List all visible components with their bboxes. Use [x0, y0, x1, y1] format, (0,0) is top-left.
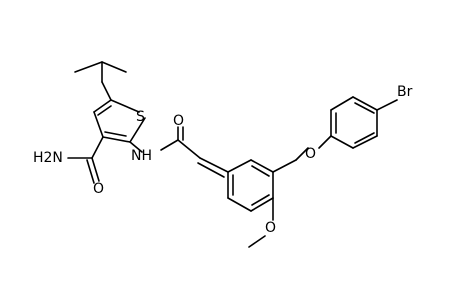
methoxy-oxygen-label: O — [265, 220, 276, 236]
bond — [352, 96, 378, 111]
sulfur-label: S — [136, 109, 145, 125]
bond — [110, 99, 140, 113]
nh-label: NH — [131, 148, 152, 164]
amine-label: H2N — [33, 150, 63, 166]
bond — [86, 159, 95, 184]
bond — [104, 131, 127, 137]
bond — [295, 147, 309, 161]
bond — [97, 105, 112, 116]
methoxyphenyl-ring — [227, 159, 274, 212]
bond — [93, 99, 112, 113]
bond — [102, 136, 131, 143]
bond — [352, 135, 378, 149]
isopropyl-group — [74, 61, 127, 101]
thiophene-ring — [93, 99, 146, 143]
bond — [74, 61, 103, 73]
methoxy-group — [248, 197, 274, 248]
bond — [227, 197, 252, 212]
carboxamide-group — [67, 136, 104, 184]
bond — [251, 165, 270, 177]
bond — [160, 139, 179, 151]
bond — [91, 157, 100, 182]
bond — [330, 96, 354, 111]
bond — [101, 61, 127, 73]
bond — [250, 159, 274, 173]
bond — [129, 117, 146, 143]
bond — [129, 141, 143, 153]
bond — [197, 162, 225, 178]
bond — [354, 132, 375, 144]
bond — [272, 159, 297, 173]
acrylamide-linker — [129, 126, 229, 178]
bond — [354, 102, 375, 114]
bromine-label: Br — [397, 84, 413, 100]
benzyloxy-linker — [272, 135, 332, 173]
bond — [248, 235, 266, 248]
bond — [376, 99, 398, 111]
bond — [251, 194, 270, 206]
carboxamide-oxygen-label: O — [93, 181, 104, 197]
bond — [227, 159, 252, 173]
ether-oxygen-label: O — [305, 146, 316, 162]
bond — [101, 81, 112, 101]
amide-oxygen-label: O — [173, 113, 184, 129]
bond — [330, 135, 354, 149]
bond — [318, 135, 332, 149]
bond — [199, 157, 229, 173]
bond — [250, 197, 274, 212]
bond — [93, 111, 104, 138]
bond — [91, 136, 104, 159]
bromophenyl-ring — [330, 96, 398, 149]
bond — [177, 139, 201, 159]
